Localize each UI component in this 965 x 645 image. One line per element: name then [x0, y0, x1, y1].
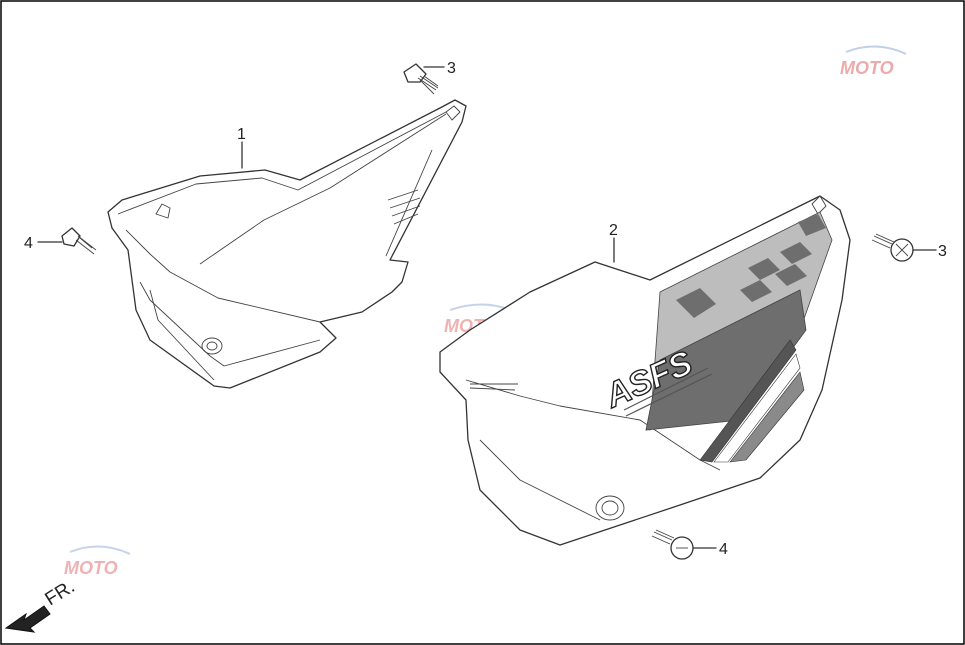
callout-4-left: 4 [24, 235, 33, 252]
watermark-logo-top-right: MOTO [840, 45, 907, 78]
screw-3-top [403, 63, 439, 95]
leader-lines [37, 66, 937, 549]
callout-1: 1 [237, 126, 246, 143]
watermark-text: MOTO [840, 58, 894, 78]
part-1-left-side-cover [107, 99, 467, 389]
watermark-logo-bottom-left: MOTO [64, 545, 131, 578]
callout-3-right: 3 [938, 243, 947, 260]
part-2-right-side-cover: ASFS [439, 195, 851, 546]
decal-graphic: ASFS [598, 211, 833, 463]
screw-4-left [61, 227, 97, 255]
callout-4-bottom: 4 [719, 541, 728, 558]
callout-3-top: 3 [447, 60, 456, 77]
front-arrow-icon [4, 605, 51, 633]
callout-2: 2 [609, 222, 618, 239]
watermark-text: MOTO [64, 558, 118, 578]
